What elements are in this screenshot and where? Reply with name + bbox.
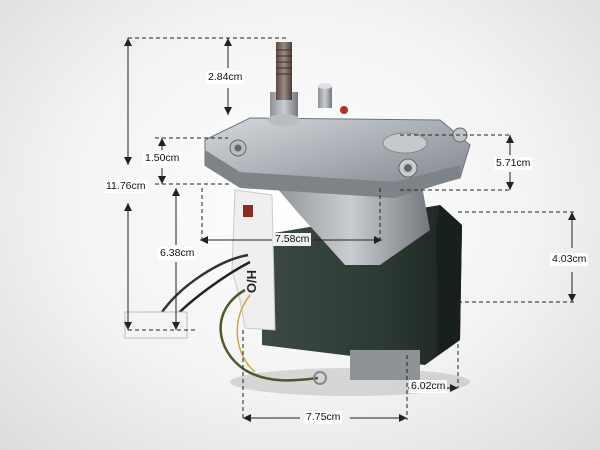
wire-connector: [124, 311, 188, 339]
dimension-label: 5.71cm: [494, 157, 533, 170]
white-bracket: H/O: [231, 189, 276, 331]
dimension-label: 6.02cm: [409, 380, 448, 393]
dimension-label: 11.76cm: [104, 180, 148, 193]
output-shaft: [268, 42, 300, 126]
housing-marking: H/O: [244, 270, 259, 293]
dimension-label: 4.03cm: [550, 253, 589, 266]
dimension-lines: [127, 37, 574, 420]
dimension-label: 7.58cm: [273, 233, 312, 246]
dimension-label: 2.84cm: [206, 71, 245, 84]
dimension-arrowheads: [124, 38, 576, 422]
ground-ring: [313, 371, 327, 385]
motor-body: [262, 205, 462, 380]
gearbox: [204, 83, 471, 198]
dimension-label: 6.38cm: [158, 247, 197, 260]
dimension-label: 7.75cm: [304, 411, 343, 424]
dimension-label: 1.50cm: [143, 152, 182, 165]
